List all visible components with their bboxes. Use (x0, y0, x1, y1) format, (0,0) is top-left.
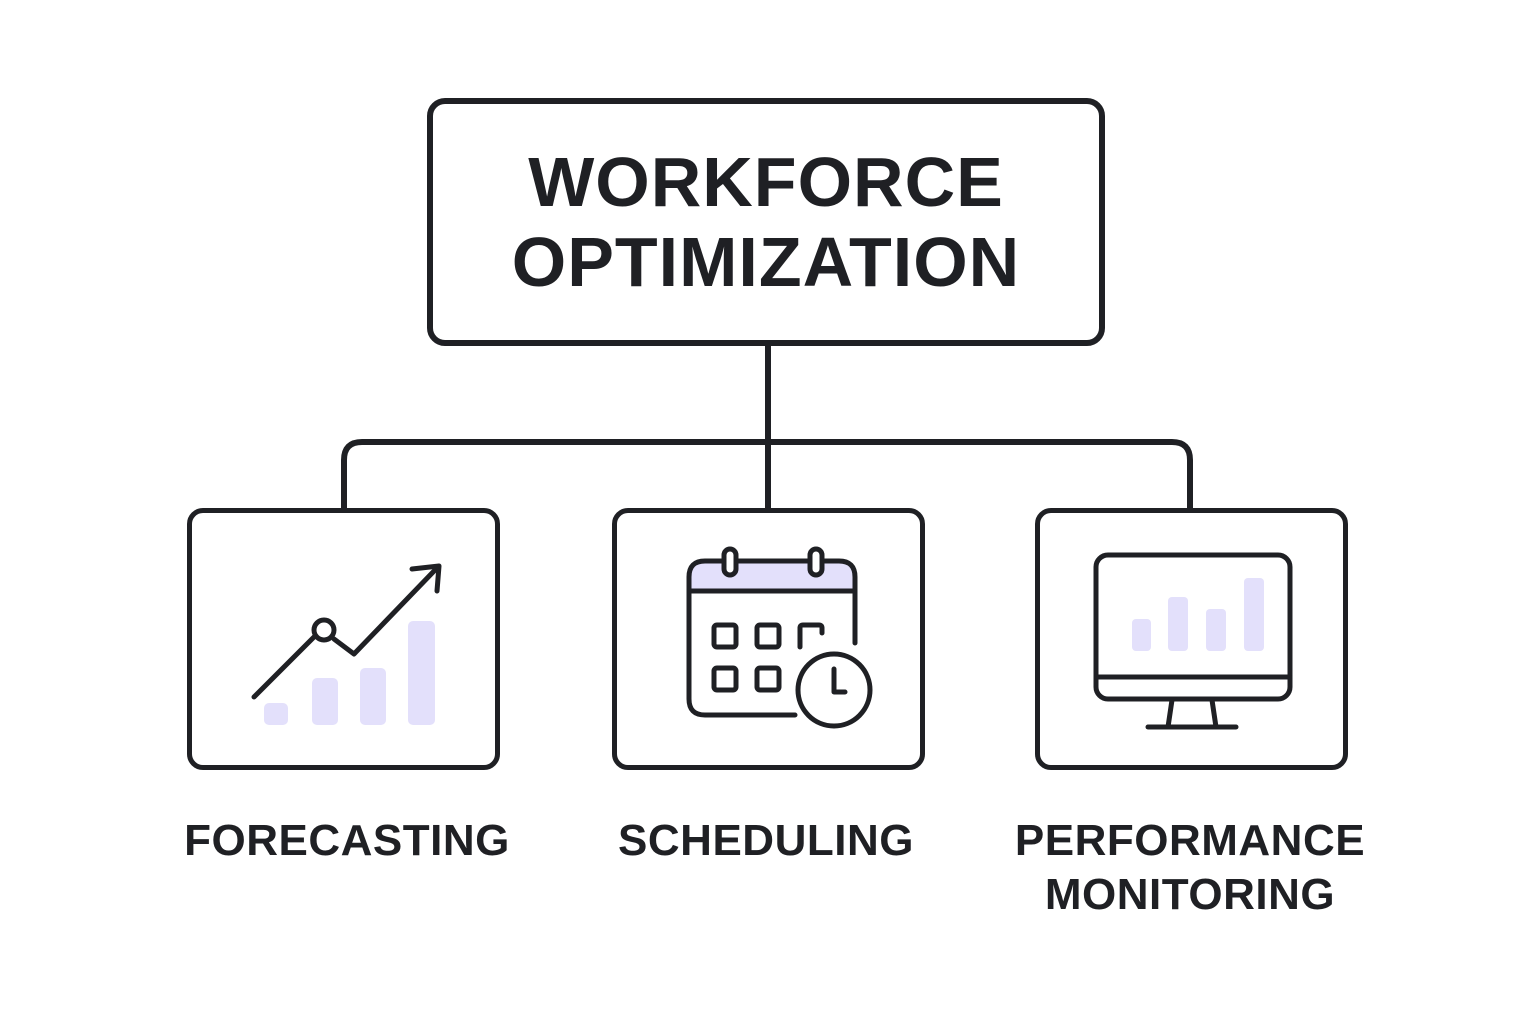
label-scheduling: SCHEDULING (618, 816, 914, 865)
trend-chart-icon (251, 563, 442, 725)
monitor-chart-icon (1093, 552, 1293, 730)
root-node-workforce-optimization: WORKFORCE OPTIMIZATION (427, 98, 1105, 346)
root-title-line2: OPTIMIZATION (511, 223, 1021, 301)
branch-right-line (765, 439, 1193, 511)
node-scheduling (612, 508, 925, 770)
label-performance-monitoring: PERFORMANCE MONITORING (990, 814, 1390, 922)
node-performance-monitoring (1035, 508, 1348, 770)
label-performance-line2: MONITORING (1044, 870, 1336, 919)
label-forecasting: FORECASTING (184, 816, 510, 865)
root-title-line1: WORKFORCE (528, 143, 1004, 221)
calendar-clock-icon (686, 546, 873, 729)
node-forecasting (187, 508, 500, 770)
branch-left-line (341, 439, 771, 511)
label-performance-line1: PERFORMANCE (1014, 816, 1366, 865)
